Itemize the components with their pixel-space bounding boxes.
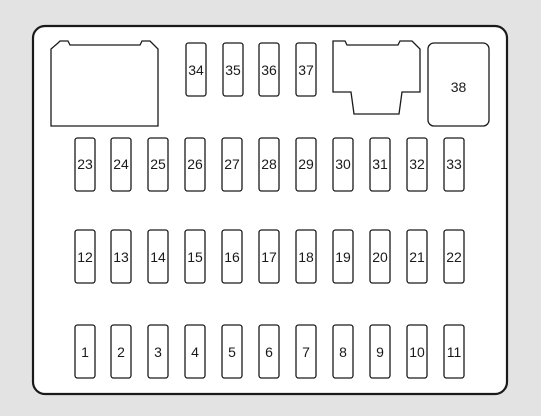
fuse-23-box xyxy=(74,137,96,192)
fuse-33-label: 33 xyxy=(446,156,462,172)
fuse-11-box xyxy=(443,324,465,379)
fuse-2-box xyxy=(110,324,132,379)
fuse-21-label: 21 xyxy=(409,249,425,265)
fuse-8-label: 8 xyxy=(339,344,347,360)
fuse-2-label: 2 xyxy=(117,344,125,360)
fuse-32-label: 32 xyxy=(409,156,425,172)
fuse-33-box xyxy=(443,137,465,192)
fuse-17-box xyxy=(258,229,280,284)
fuse-5-box xyxy=(221,324,243,379)
fuse-18-box xyxy=(295,229,317,284)
fuse-1-box xyxy=(74,324,96,379)
fuse-4-box xyxy=(184,324,206,379)
fuse-row-12-22: 12 13 14 15 16 17 18 19 20 21 22 xyxy=(74,229,465,284)
fuse-25-box xyxy=(147,137,169,192)
fuse-9-label: 9 xyxy=(376,344,384,360)
fuse-13-label: 13 xyxy=(113,249,129,265)
fuse-15-label: 15 xyxy=(187,249,203,265)
fuse-3-box xyxy=(147,324,169,379)
fuse-35-label: 35 xyxy=(225,62,241,78)
fuse-row-1-11: 1 2 3 4 5 6 7 8 9 10 11 xyxy=(74,324,465,379)
relay-38: 38 xyxy=(427,42,490,127)
fuse-19-box xyxy=(332,229,354,284)
fuse-11-label: 11 xyxy=(447,344,462,360)
fuse-9-box xyxy=(369,324,391,379)
fuse-31-label: 31 xyxy=(372,156,388,172)
fuse-23-label: 23 xyxy=(77,156,93,172)
fuse-13-box xyxy=(110,229,132,284)
relay-38-label: 38 xyxy=(451,79,467,95)
fuse-3-label: 3 xyxy=(154,344,162,360)
fuse-29-box xyxy=(295,137,317,192)
fuse-17-label: 17 xyxy=(261,249,277,265)
fuse-24-label: 24 xyxy=(113,156,129,172)
fuse-row-23-33: 23 24 25 26 27 28 29 30 31 32 33 xyxy=(74,137,465,192)
fuse-26-label: 26 xyxy=(187,156,203,172)
fuse-27-box xyxy=(221,137,243,192)
fuse-37-box xyxy=(295,42,317,97)
fuse-18-label: 18 xyxy=(298,249,314,265)
fuse-29-label: 29 xyxy=(298,156,314,172)
fuse-5-label: 5 xyxy=(228,344,236,360)
fuse-27-label: 27 xyxy=(224,156,240,172)
fuse-7-box xyxy=(295,324,317,379)
fuse-15-box xyxy=(184,229,206,284)
relay-housing-notched xyxy=(332,40,421,115)
fuse-16-box xyxy=(221,229,243,284)
fuse-12-box xyxy=(74,229,96,284)
fuse-22-label: 22 xyxy=(446,249,462,265)
fuse-20-label: 20 xyxy=(372,249,388,265)
fuse-19-label: 19 xyxy=(335,249,351,265)
fuse-30-box xyxy=(332,137,354,192)
fuse-36-box xyxy=(258,42,280,97)
fuse-31-box xyxy=(369,137,391,192)
fuse-35-box xyxy=(222,42,244,97)
fuse-37-label: 37 xyxy=(298,62,314,78)
relay-housing-left xyxy=(50,40,159,127)
fuse-30-label: 30 xyxy=(335,156,351,172)
fuse-14-box xyxy=(147,229,169,284)
fuse-26-box xyxy=(184,137,206,192)
fuse-8-box xyxy=(332,324,354,379)
fuse-22-box xyxy=(443,229,465,284)
fuse-6-box xyxy=(258,324,280,379)
fuse-21-box xyxy=(406,229,428,284)
fuse-1-label: 1 xyxy=(81,344,89,360)
fuse-36-label: 36 xyxy=(261,62,277,78)
fuse-28-box xyxy=(258,137,280,192)
fuse-row-top: 34 35 36 37 xyxy=(185,42,317,97)
fuse-10-box xyxy=(406,324,428,379)
fuse-10-label: 10 xyxy=(409,344,425,360)
relay-38-box xyxy=(427,42,490,127)
fuse-25-label: 25 xyxy=(150,156,166,172)
fuse-4-label: 4 xyxy=(191,344,199,360)
fuse-24-box xyxy=(110,137,132,192)
fuse-28-label: 28 xyxy=(261,156,277,172)
fuse-14-label: 14 xyxy=(150,249,166,265)
fuse-16-label: 16 xyxy=(224,249,240,265)
fuse-20-box xyxy=(369,229,391,284)
fuse-34-box xyxy=(185,42,207,97)
fuse-32-box xyxy=(406,137,428,192)
fuse-7-label: 7 xyxy=(302,344,310,360)
fuse-12-label: 12 xyxy=(77,249,93,265)
fuse-34-label: 34 xyxy=(188,62,204,78)
fuse-6-label: 6 xyxy=(265,344,273,360)
